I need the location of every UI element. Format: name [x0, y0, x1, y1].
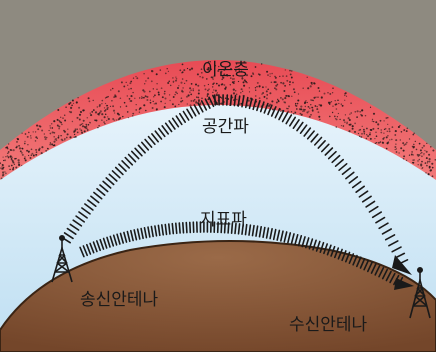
- receive-antenna-label: 수신안테나: [289, 315, 368, 335]
- sky-wave-label: 공간파: [202, 117, 249, 137]
- earth-surface: [0, 240, 436, 352]
- ionosphere-stipple: [0, 60, 436, 180]
- receive-tower-icon: [409, 266, 431, 319]
- arrowhead-icon: [394, 278, 414, 290]
- ground-wave-path: [79, 221, 404, 288]
- arrowhead-icon: [392, 255, 412, 275]
- transmit-antenna-label: 송신안테나: [80, 290, 159, 310]
- transmit-tower-icon: [51, 235, 73, 283]
- ionosphere-label: 이온층: [202, 60, 249, 80]
- ground-wave-label: 지표파: [200, 210, 247, 230]
